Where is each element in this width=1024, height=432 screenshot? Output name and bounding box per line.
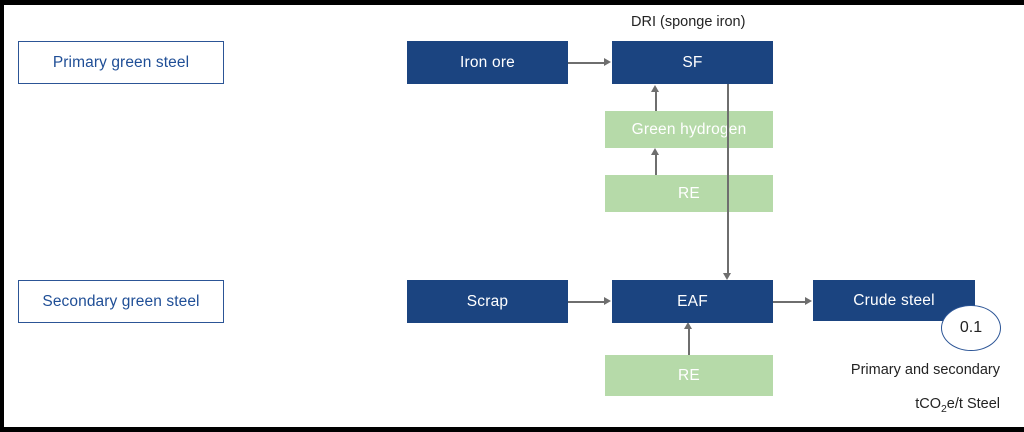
kpi-value: 0.1 <box>959 319 983 336</box>
arrowhead-green-hydrogen-to-sf <box>651 85 659 92</box>
node-scrap[interactable]: Scrap <box>407 280 568 323</box>
arrowhead-re-bottom-to-eaf <box>684 322 692 329</box>
arrowhead-scrap-to-eaf <box>604 296 611 305</box>
annotation-dri-sponge-iron: DRI (sponge iron) <box>631 14 746 30</box>
frame-edge-left <box>0 0 4 432</box>
frame-edge-top <box>0 0 1024 5</box>
frame-edge-bottom <box>0 427 1024 432</box>
connector-green-hydrogen-to-sf <box>655 92 657 111</box>
legend-unit-prefix: tCO <box>915 396 941 412</box>
node-green-hydrogen[interactable]: Green hydrogen <box>605 111 773 148</box>
arrowhead-re-top-to-green-hydrogen <box>651 148 659 155</box>
connector-scrap-to-eaf <box>568 301 604 303</box>
category-label-secondary-green-steel: Secondary green steel <box>18 280 224 323</box>
legend-unit-suffix: e/t Steel <box>946 396 1000 412</box>
node-sf[interactable]: SF <box>612 41 773 84</box>
connector-eaf-to-crude-steel <box>772 301 805 303</box>
category-label-primary-green-steel: Primary green steel <box>18 41 224 84</box>
node-iron-ore[interactable]: Iron ore <box>407 41 568 84</box>
node-re-bottom[interactable]: RE <box>605 355 773 396</box>
node-crude-steel[interactable]: Crude steel <box>813 280 975 321</box>
arrowhead-sf-to-eaf <box>723 273 731 280</box>
node-re-top[interactable]: RE <box>605 175 773 212</box>
legend-unit-label: tCO2e/t Steel <box>760 396 1000 415</box>
kpi-badge-emissions-intensity: 0.1 <box>941 305 1001 351</box>
node-eaf[interactable]: EAF <box>612 280 773 323</box>
connector-iron-ore-to-sf <box>568 62 604 64</box>
legend-scope-label: Primary and secondary <box>850 362 1000 378</box>
connector-re-bottom-to-eaf <box>688 329 690 357</box>
connector-sf-to-eaf <box>727 84 729 275</box>
arrowhead-iron-ore-to-sf <box>604 57 611 66</box>
arrowhead-eaf-to-crude-steel <box>805 296 812 305</box>
legend-unit-subscript: 2 <box>940 403 947 415</box>
connector-re-top-to-green-hydrogen <box>655 155 657 175</box>
